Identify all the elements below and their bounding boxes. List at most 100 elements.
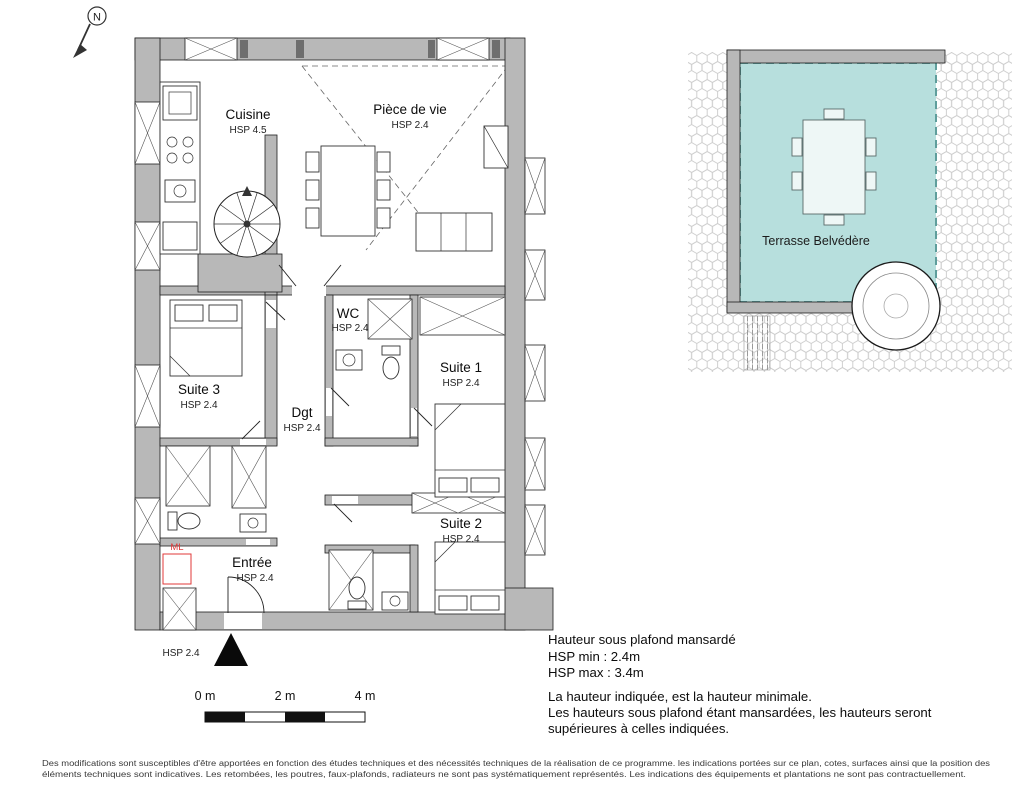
- footer-disclaimer: Des modifications sont susceptibles d'êt…: [42, 759, 990, 779]
- closet-suite3: [231, 445, 267, 509]
- room-hsp-suite-3: HSP 2.4: [180, 400, 217, 411]
- spiral-staircase: [213, 186, 281, 258]
- north-compass: N: [73, 6, 107, 58]
- room-hsp-piece-de-vie: HSP 2.4: [391, 120, 428, 131]
- dining-set: [305, 145, 391, 237]
- entry-door-arc: [227, 576, 265, 614]
- terrace-table-set: [791, 108, 877, 226]
- chair-icon: [376, 151, 391, 173]
- room-label-entree: Entrée: [232, 555, 272, 570]
- bed-suite-2: [434, 541, 506, 615]
- fridge-icon: [162, 85, 198, 121]
- ml-washing-machine: ML: [162, 542, 192, 585]
- bed-suite-1: [434, 403, 506, 498]
- chair-icon: [376, 179, 391, 201]
- terrace-steps: [743, 315, 771, 371]
- hob-icon: [166, 136, 178, 148]
- footer-line1: Des modifications sont susceptibles d'êt…: [42, 759, 990, 768]
- scale-label-2: 2 m: [275, 689, 296, 703]
- chair-icon: [823, 108, 845, 120]
- chair-icon: [305, 207, 320, 229]
- wardrobe-suite1: [419, 296, 506, 336]
- window: [524, 157, 546, 215]
- terrace-spiral-stair: [851, 261, 941, 351]
- notes-hsp-max: HSP max : 3.4m: [548, 665, 644, 680]
- window: [524, 437, 546, 491]
- sink-icon: [239, 513, 267, 533]
- terrace-walls: [726, 49, 946, 314]
- terrace-table: [802, 119, 866, 215]
- window: [134, 101, 161, 165]
- window: [134, 497, 161, 545]
- window: [524, 249, 546, 301]
- chair-icon: [305, 151, 320, 173]
- chair-icon: [791, 137, 803, 157]
- compass-north-letter: N: [93, 12, 101, 24]
- notes-title: Hauteur sous plafond mansardé: [548, 632, 736, 647]
- dining-table: [320, 145, 376, 237]
- compass-needle-icon: [73, 44, 87, 58]
- window: [184, 37, 238, 61]
- bedrooms: [169, 299, 506, 615]
- closet-entree: [162, 587, 197, 631]
- terrace-label: Terrasse Belvédère: [762, 234, 870, 248]
- entry-hsp-label: HSP 2.4: [162, 648, 199, 659]
- room-hsp-entree: HSP 2.4: [236, 573, 273, 584]
- notes-line3: supérieures à celles indiquées.: [548, 721, 729, 736]
- scale-label-0: 0 m: [195, 689, 216, 703]
- room-hsp-cuisine: HSP 4.5: [229, 125, 266, 136]
- pilasters: [240, 40, 500, 58]
- window: [524, 344, 546, 402]
- room-label-suite-1: Suite 1: [440, 360, 482, 375]
- terrace: Terrasse Belvédère: [688, 49, 1012, 372]
- shower-wc: [367, 298, 413, 340]
- chair-icon: [305, 179, 320, 201]
- ml-box: [162, 553, 192, 585]
- room-labels: Cuisine HSP 4.5 Pièce de vie HSP 2.4 WC …: [162, 102, 482, 659]
- chair-icon: [823, 214, 845, 226]
- window: [134, 221, 161, 271]
- kitchen-sink-icon: [164, 179, 196, 203]
- room-hsp-dgt: HSP 2.4: [283, 423, 320, 434]
- closets-showers: [162, 296, 506, 631]
- room-label-piece-de-vie: Pièce de vie: [373, 102, 447, 117]
- door-openings: [224, 285, 417, 629]
- sanitary: [167, 345, 409, 611]
- chair-icon: [376, 207, 391, 229]
- notes-hsp-min: HSP min : 2.4m: [548, 649, 640, 664]
- apartment: ML Cuisine HSP 4.5 Pièce de vie HSP 2.4 …: [134, 37, 554, 666]
- bed-suite-3: [169, 299, 243, 377]
- ml-label: ML: [170, 542, 183, 553]
- room-hsp-suite-1: HSP 2.4: [442, 378, 479, 389]
- room-hsp-suite-2: HSP 2.4: [442, 534, 479, 545]
- window: [436, 37, 490, 61]
- scale-label-4: 4 m: [355, 689, 376, 703]
- kitchen: [159, 81, 201, 255]
- chair-icon: [865, 137, 877, 157]
- toilet-icon: [347, 576, 367, 610]
- scale-bar: 0 m 2 m 4 m: [195, 689, 376, 723]
- living-furniture: [415, 125, 509, 252]
- chair-icon: [791, 171, 803, 191]
- room-label-wc: WC: [337, 306, 360, 321]
- shower-suite3: [165, 445, 211, 507]
- room-label-suite-3: Suite 3: [178, 382, 220, 397]
- window: [524, 504, 546, 556]
- room-label-suite-2: Suite 2: [440, 516, 482, 531]
- notes-line2: Les hauteurs sous plafond étant mansardé…: [548, 705, 932, 720]
- window: [134, 364, 161, 428]
- sofa: [415, 212, 493, 252]
- room-hsp-wc: HSP 2.4: [331, 323, 368, 334]
- room-label-cuisine: Cuisine: [225, 107, 270, 122]
- sink-icon: [381, 591, 409, 611]
- sink-icon: [335, 349, 363, 371]
- notes-block: Hauteur sous plafond mansardé HSP min : …: [548, 632, 932, 736]
- notes-line1: La hauteur indiquée, est la hauteur mini…: [548, 689, 812, 704]
- stair-direction-arrow-icon: [242, 186, 252, 196]
- windows: [134, 37, 546, 556]
- footer-line2: éléments techniques sont indicatives. Le…: [42, 770, 966, 779]
- toilet-icon: [381, 345, 401, 380]
- room-label-dgt: Dgt: [291, 405, 312, 420]
